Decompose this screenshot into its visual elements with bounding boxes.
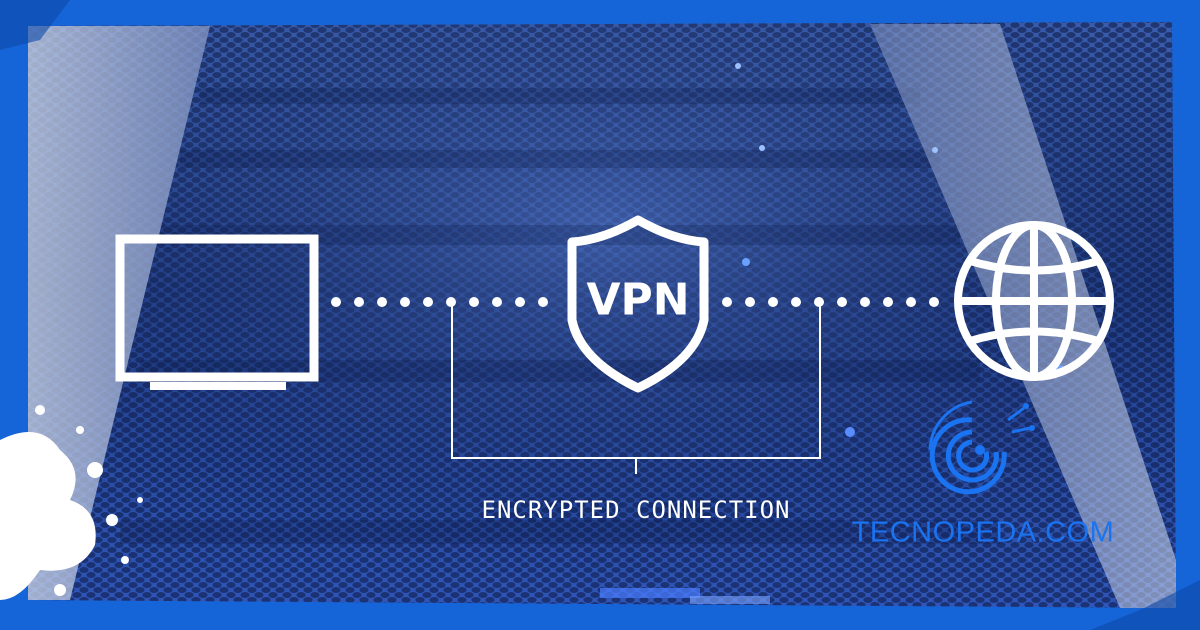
paint-splatter [0, 405, 143, 600]
photo-background [28, 22, 1176, 608]
brand-watermark: TECNOPEDA.COM [851, 516, 1115, 549]
encrypted-connection-caption: ENCRYPTED CONNECTION [481, 496, 791, 524]
caption-bracket [451, 302, 821, 474]
dotted-connection-left [331, 297, 548, 307]
vpn-shield-icon [567, 215, 709, 393]
dotted-connection-right [722, 297, 939, 307]
vpn-label: VPN [586, 274, 690, 326]
globe-icon [954, 221, 1114, 381]
monitor-icon [115, 234, 319, 390]
tecnopeda-logo-icon [928, 400, 1035, 495]
